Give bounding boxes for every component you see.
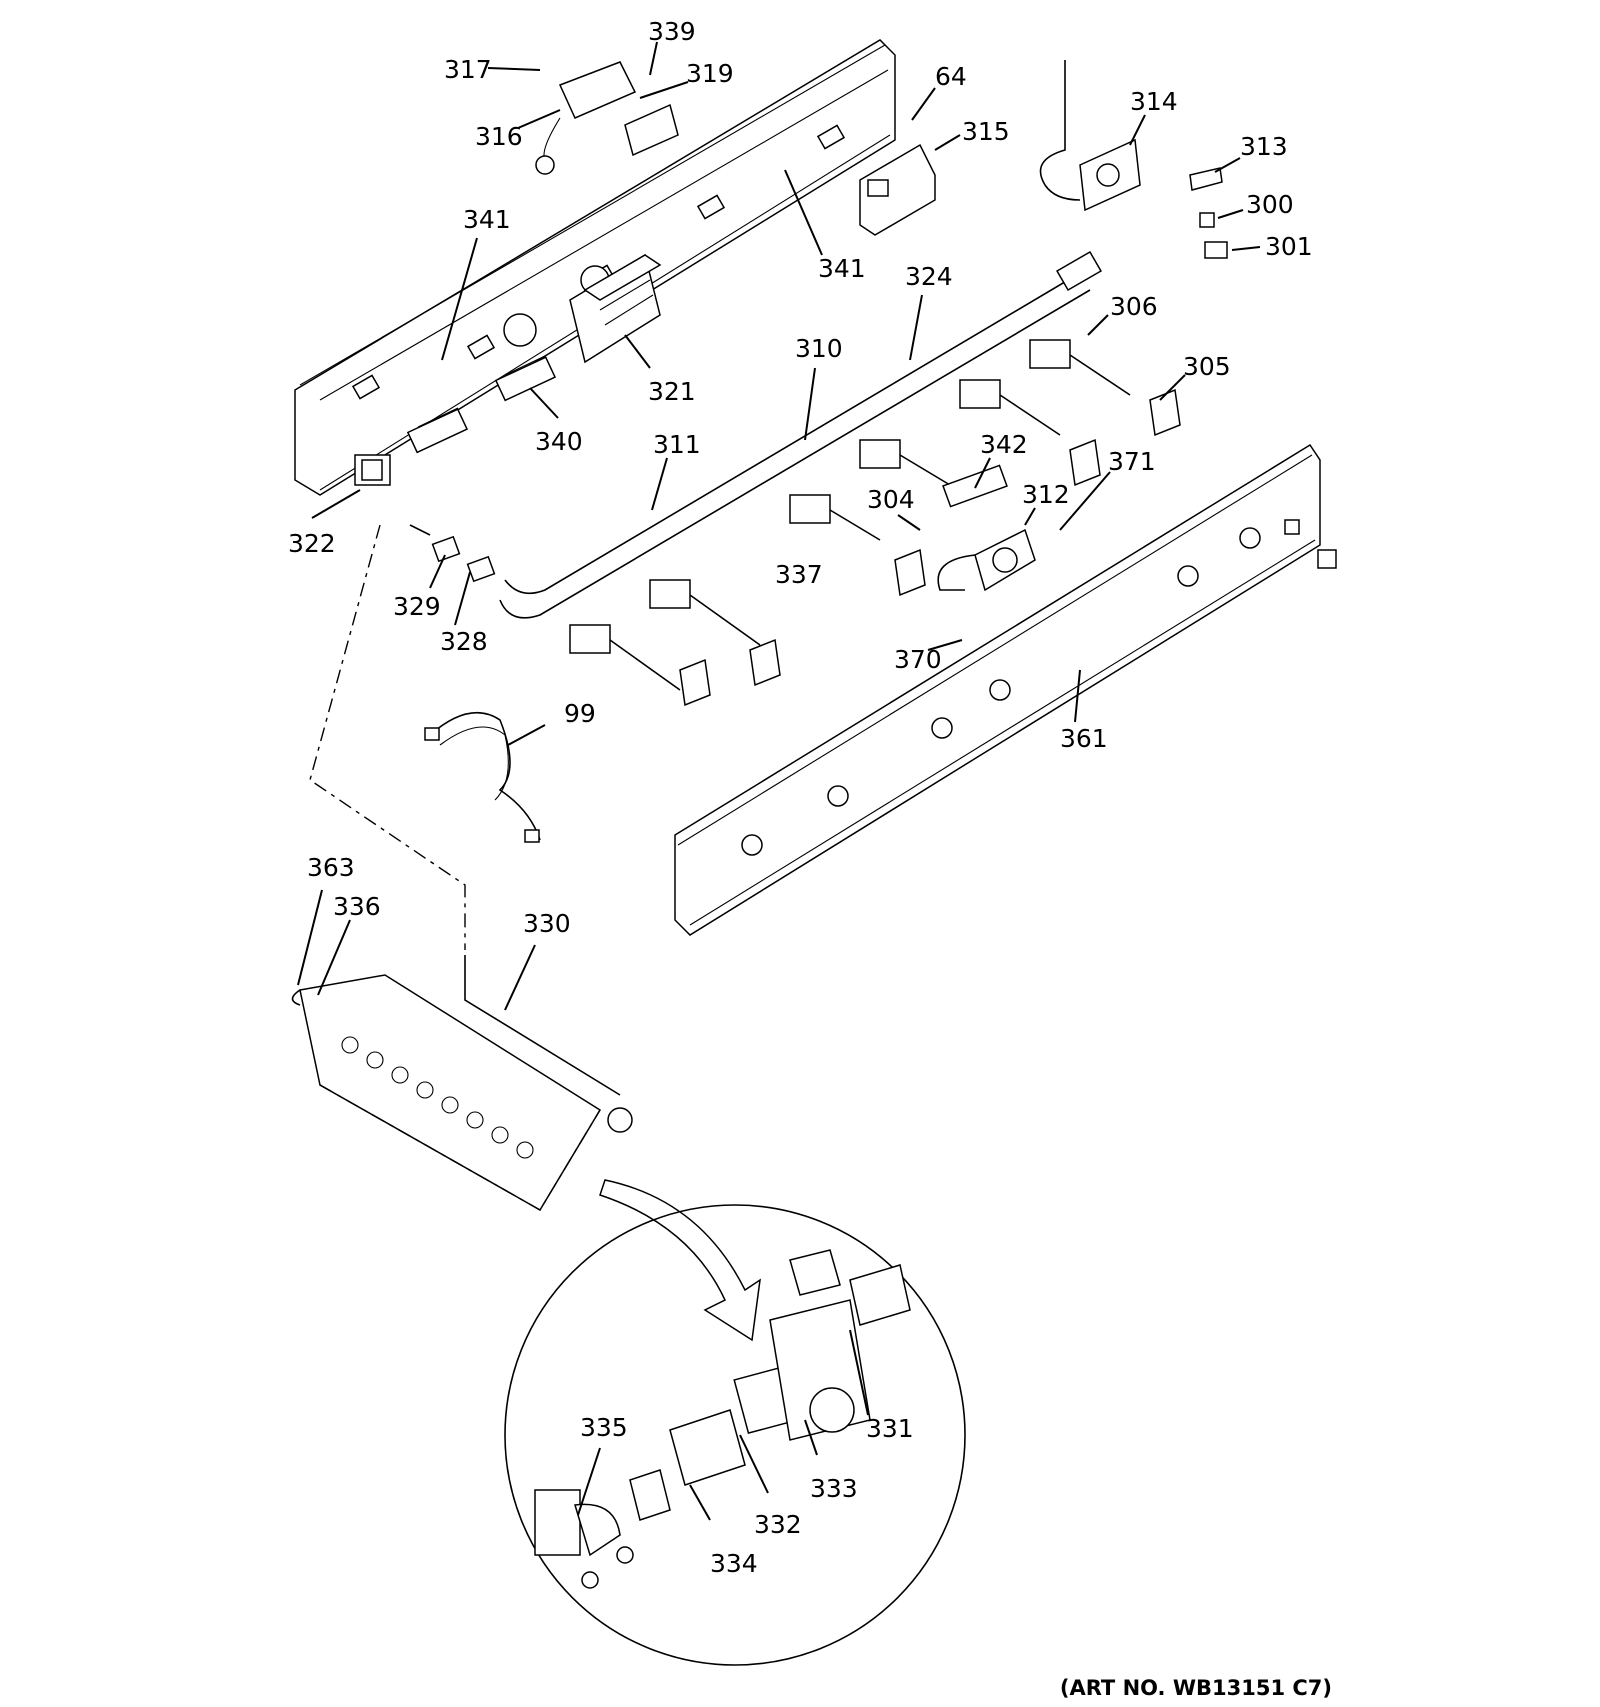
- ignitor-box: [535, 61, 679, 175]
- burner-valve-3: [789, 494, 881, 541]
- gas-manifold-pipe: [499, 250, 1102, 619]
- callout-319: 319: [686, 59, 734, 88]
- callout-342: 342: [980, 430, 1028, 459]
- callout-370: 370: [894, 645, 942, 674]
- transformer: [354, 454, 391, 486]
- callout-315: 315: [962, 117, 1010, 146]
- callout-313: 313: [1240, 132, 1288, 161]
- callout-332: 332: [754, 1510, 802, 1539]
- callout-341-upper: 341: [463, 205, 511, 234]
- callout-324: 324: [905, 262, 953, 291]
- callout-330: 330: [523, 909, 571, 938]
- callout-333: 333: [810, 1474, 858, 1503]
- regulator-fittings: [409, 524, 496, 583]
- callout-316: 316: [475, 122, 523, 151]
- callout-361: 361: [1060, 724, 1108, 753]
- callout-371: 371: [1108, 447, 1156, 476]
- callout-312: 312: [1022, 480, 1070, 509]
- callout-336: 336: [333, 892, 381, 921]
- callout-310: 310: [795, 334, 843, 363]
- detail-circle: [504, 1204, 966, 1666]
- callout-300: 300: [1246, 190, 1294, 219]
- timer: [1039, 60, 1141, 212]
- burner-valve-4: [859, 439, 951, 597]
- callout-331: 331: [866, 1414, 914, 1443]
- callout-322: 322: [288, 529, 336, 558]
- spark-module: [569, 253, 662, 364]
- callout-99: 99: [564, 699, 596, 728]
- callout-314: 314: [1130, 87, 1178, 116]
- valve-bracket: [859, 143, 936, 236]
- front-panel: [674, 443, 1337, 936]
- callout-labels: 339 317 319 316 64 315 314 313 300 301 3…: [288, 17, 1313, 1578]
- callout-321: 321: [648, 377, 696, 406]
- callout-305: 305: [1183, 352, 1231, 381]
- connector-dashed-line: [309, 524, 466, 950]
- terminal-block: [406, 355, 557, 454]
- callout-304: 304: [867, 485, 915, 514]
- callout-317: 317: [444, 55, 492, 84]
- callout-301: 301: [1265, 232, 1313, 261]
- callout-64: 64: [935, 62, 967, 91]
- burner-valve-2: [649, 579, 781, 687]
- detail-arrow: [599, 1179, 761, 1342]
- callout-329: 329: [393, 592, 441, 621]
- callout-328: 328: [440, 627, 488, 656]
- callout-337: 337: [775, 560, 823, 589]
- callout-306: 306: [1110, 292, 1158, 321]
- art-number: (ART NO. WB13151 C7): [1060, 1676, 1332, 1700]
- callout-335: 335: [580, 1413, 628, 1442]
- griddle-valve: [937, 464, 1036, 592]
- callout-341-lower: 341: [818, 254, 866, 283]
- fitting-set: [1189, 167, 1228, 259]
- callout-340: 340: [535, 427, 583, 456]
- callout-334: 334: [710, 1549, 758, 1578]
- burner-tube-assembly: [291, 955, 633, 1212]
- callout-339: 339: [648, 17, 696, 46]
- burner-valve-6: [1029, 339, 1181, 437]
- callout-311: 311: [653, 430, 701, 459]
- burner-valve-1: [569, 624, 711, 707]
- wire-harness: [424, 712, 541, 843]
- burner-valve-5: [959, 379, 1101, 487]
- callout-leaders: [297, 41, 1261, 1521]
- callout-363: 363: [307, 853, 355, 882]
